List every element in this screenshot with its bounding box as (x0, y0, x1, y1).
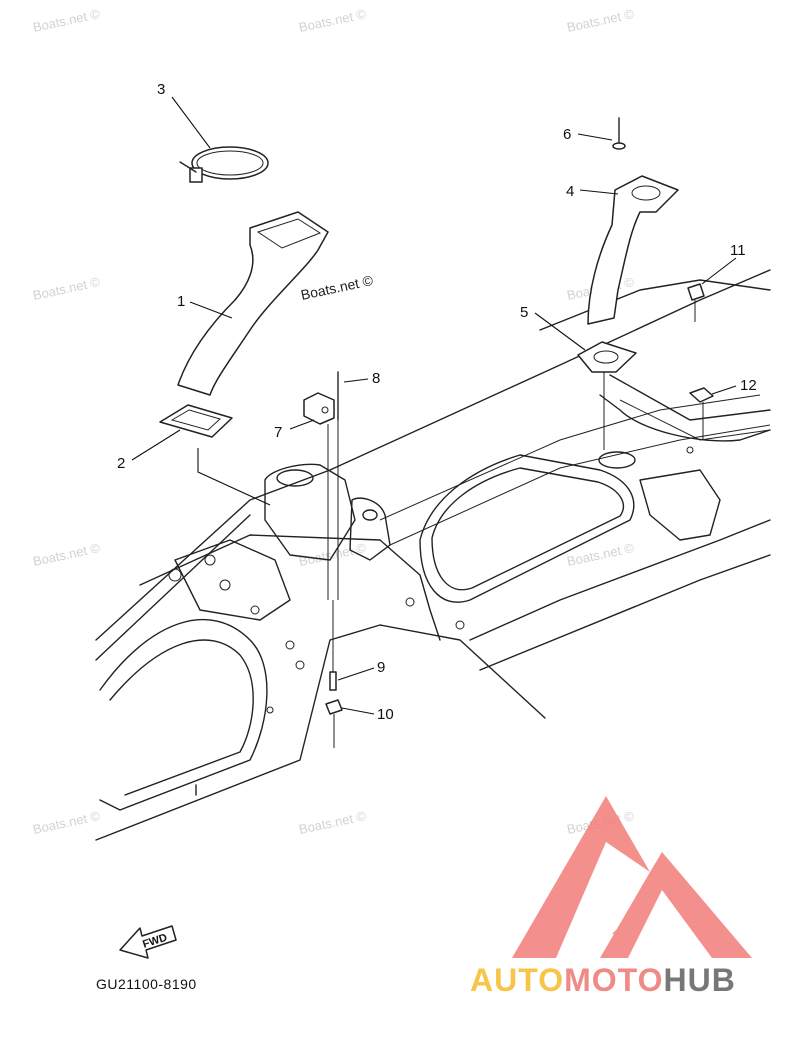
leader-lines (131, 96, 737, 715)
part-1-intake-duct (177, 211, 329, 396)
watermark: Boats.net © (566, 540, 636, 569)
watermark: Boats.net © (32, 808, 102, 837)
copyright-label: Boats.net © (299, 272, 375, 303)
callout-4: 4 (566, 183, 574, 200)
automotohub-logo-icon (512, 796, 752, 958)
callout-3: 3 (157, 81, 165, 98)
watermark: Boats.net © (298, 6, 368, 35)
callout-6: 6 (563, 126, 571, 143)
callout-9: 9 (377, 659, 385, 676)
part-6-bolt (612, 117, 626, 150)
watermark: Boats.net © (32, 6, 102, 35)
watermark: Boats.net © (32, 540, 102, 569)
callout-5: 5 (520, 304, 528, 321)
callout-1: 1 (177, 293, 185, 310)
callout-2: 2 (117, 455, 125, 472)
callout-12: 12 (740, 377, 757, 394)
callout-11: 11 (730, 242, 746, 259)
part-11-clip (687, 283, 705, 322)
part-4-outlet-duct (587, 175, 679, 325)
callout-8: 8 (372, 370, 380, 387)
watermark: Boats.net © (566, 6, 636, 35)
callout-7: 7 (274, 424, 282, 441)
diagram-code: GU21100-8190 (96, 976, 197, 992)
part-3-band-clamp (179, 146, 269, 183)
watermark: Boats.net © (32, 274, 102, 303)
part-7-holder (303, 392, 335, 600)
callout-10: 10 (377, 706, 394, 723)
fwd-arrow-icon: FWD (119, 925, 177, 959)
watermark: Boats.net © (298, 808, 368, 837)
brand-wordmark: AUTOMOTOHUB (470, 962, 736, 999)
part-12-nut (689, 387, 714, 440)
part-2-gasket (159, 404, 233, 438)
watermark: Boats.net © (298, 540, 368, 569)
part-5-flange-gasket (577, 341, 637, 450)
part-10-clip (325, 699, 343, 748)
callout-labels: 3 1 2 6 4 5 11 12 8 7 9 10 (117, 81, 757, 723)
deck-holes (168, 446, 694, 714)
part-9-pin (329, 600, 337, 691)
brand-part-moto: MOTO (564, 962, 664, 998)
brand-part-hub: HUB (663, 962, 736, 998)
brand-part-auto: AUTO (470, 962, 565, 998)
